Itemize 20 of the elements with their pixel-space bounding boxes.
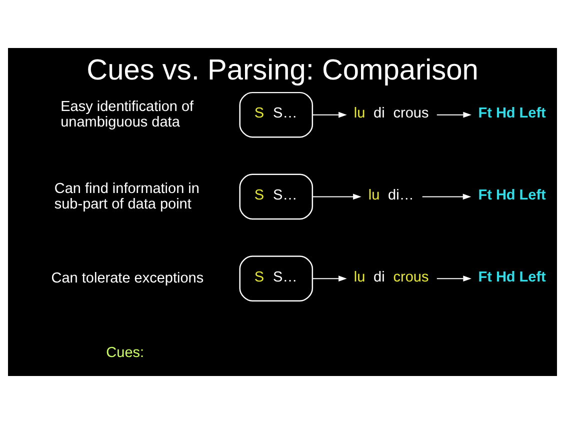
node-text: lu di crous bbox=[354, 269, 429, 286]
label: Can tolerate exceptions bbox=[51, 270, 204, 286]
arrow bbox=[312, 194, 362, 200]
node-box: S S… bbox=[239, 256, 314, 302]
node-box: S S… bbox=[239, 174, 314, 220]
node-text: lu di… bbox=[368, 188, 414, 204]
node-text: Ft Hd Left bbox=[478, 188, 546, 204]
node-text: Ft Hd Left bbox=[478, 269, 546, 286]
arrow bbox=[436, 276, 472, 282]
node-text: Ft Hd Left bbox=[478, 106, 546, 122]
node-text: lu di crous bbox=[354, 106, 429, 122]
arrow bbox=[422, 194, 472, 200]
diagram-title: Cues vs. Parsing: Comparison bbox=[86, 54, 478, 87]
arrow bbox=[312, 276, 347, 282]
node-box: S S… bbox=[239, 92, 314, 138]
label: Easy identification of unambiguous data bbox=[60, 98, 194, 130]
arrow bbox=[312, 112, 347, 118]
label: Cues: bbox=[106, 345, 144, 362]
arrow bbox=[436, 112, 472, 118]
label: Can find information in sub-part of data point bbox=[54, 180, 200, 212]
